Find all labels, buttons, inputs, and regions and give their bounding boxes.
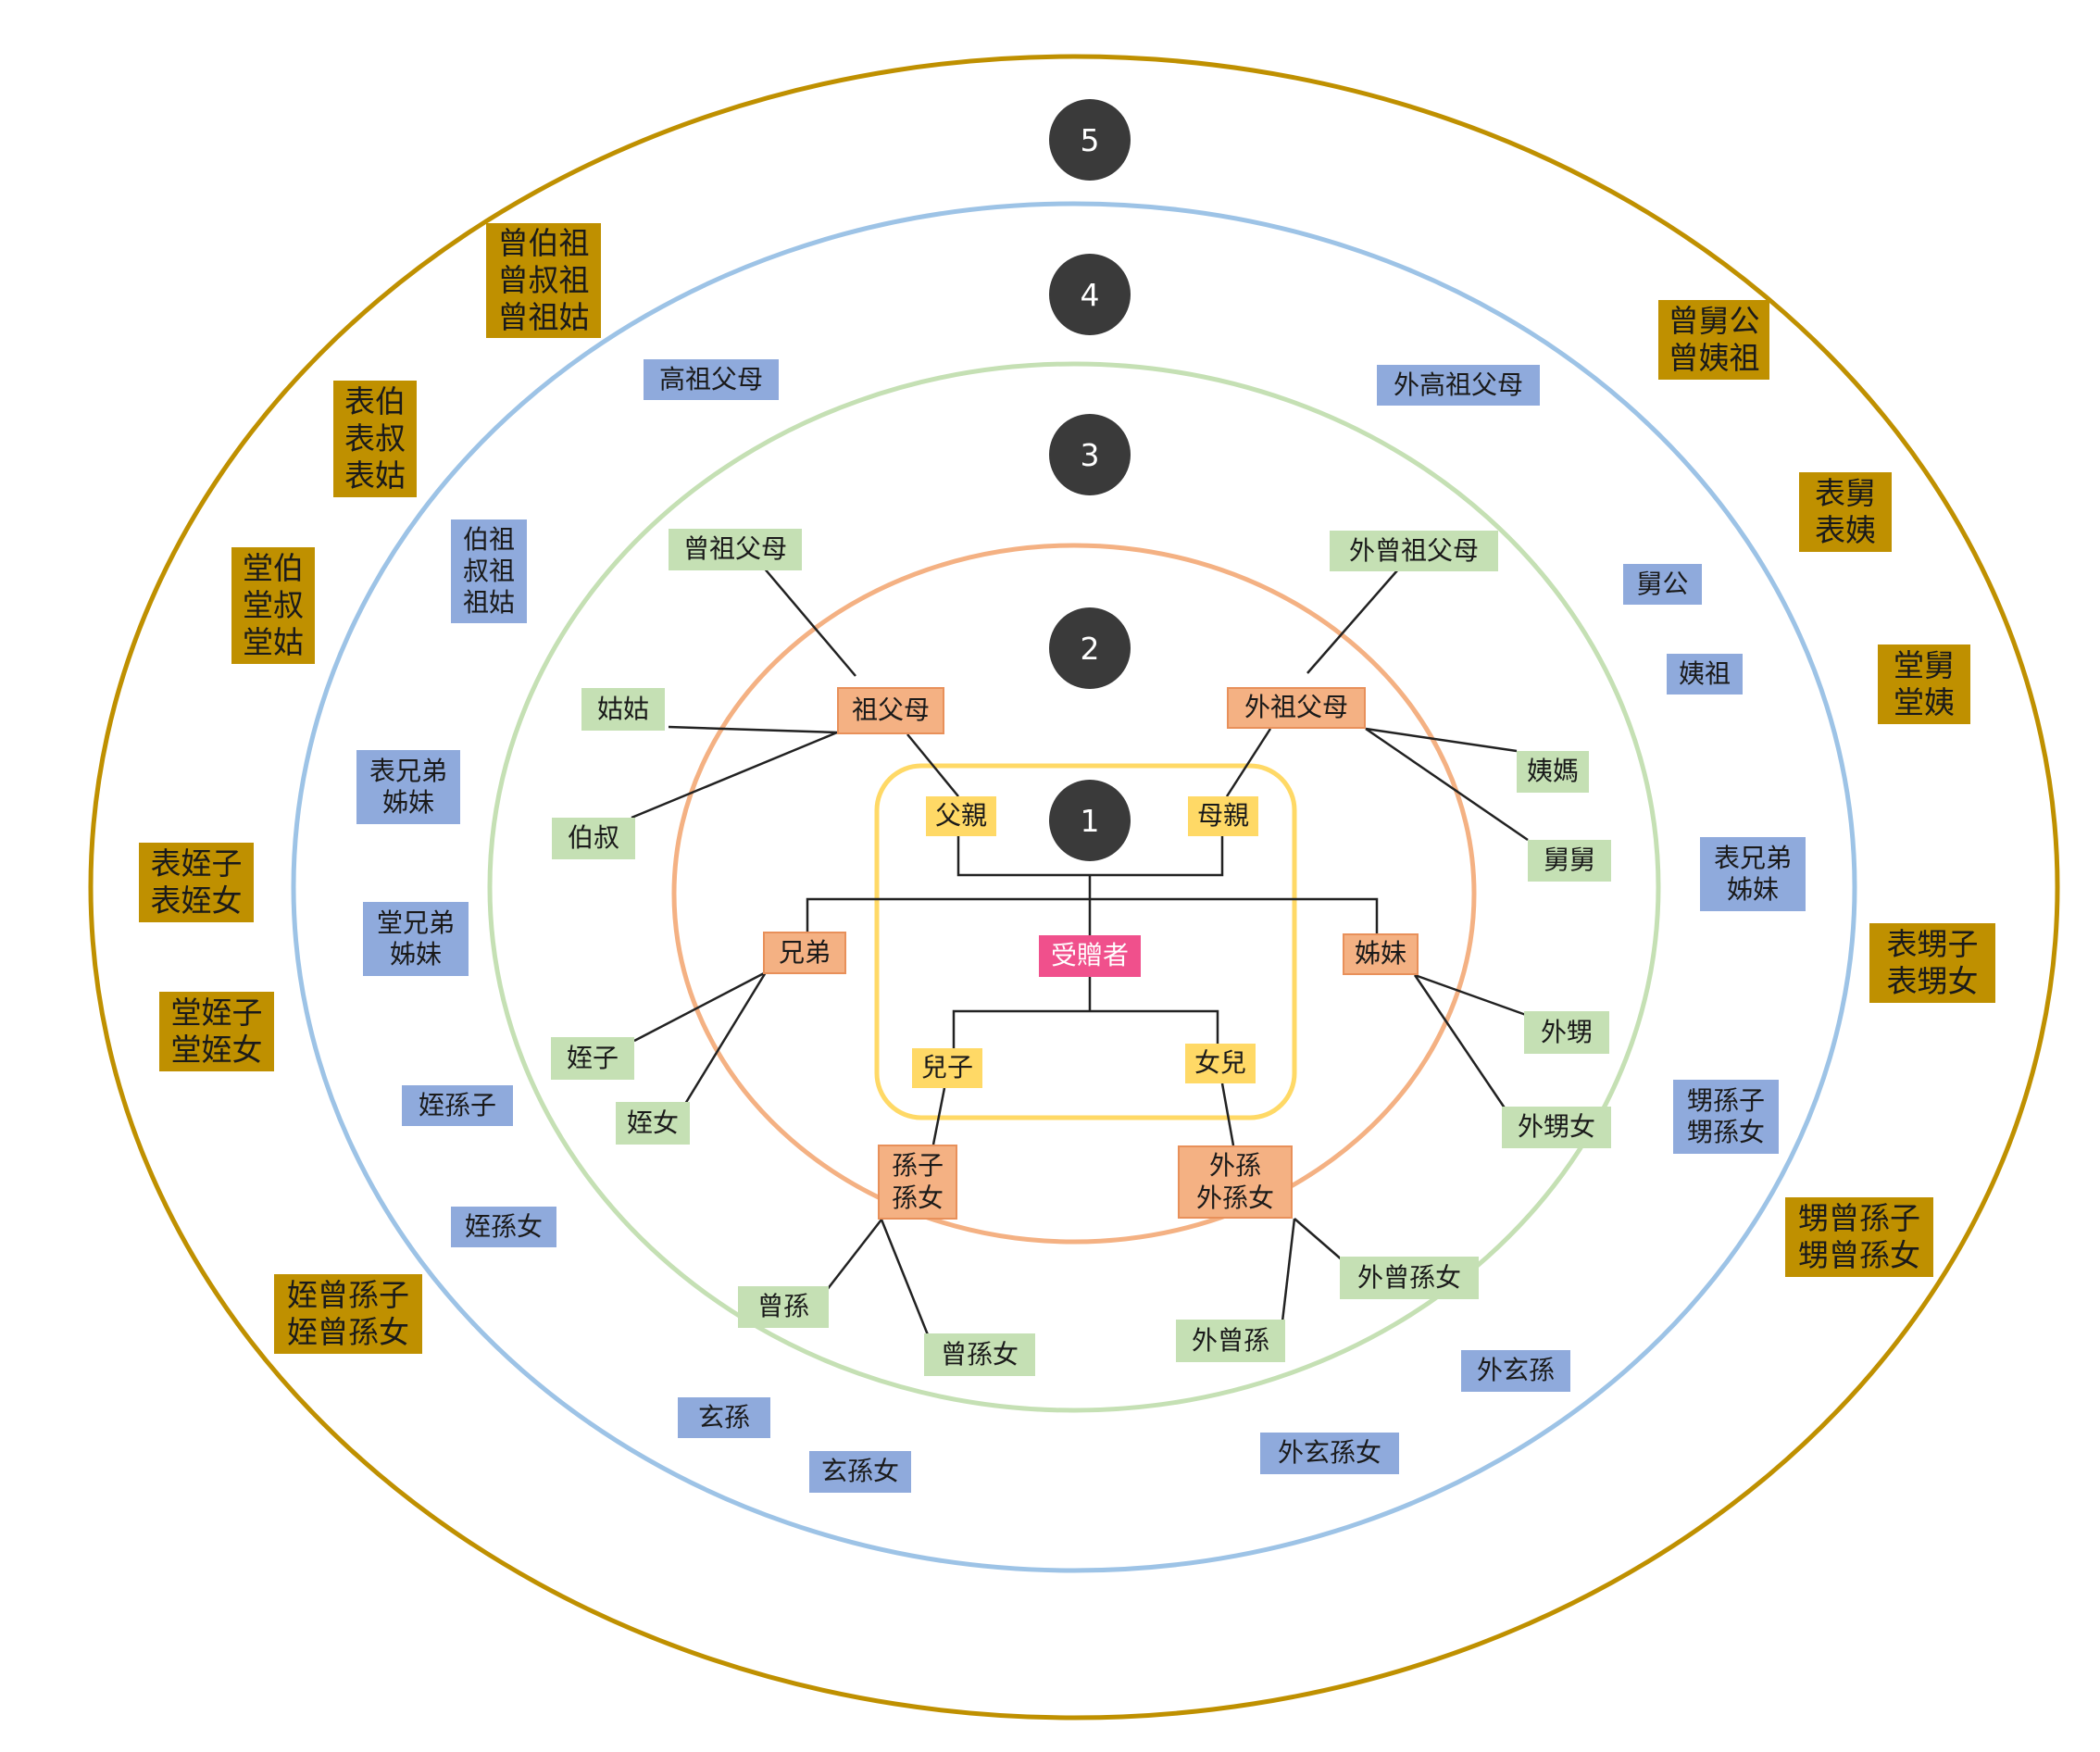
node-sister-great-grandchildren: 甥曾孫子 甥曾孫女 xyxy=(1785,1197,1933,1277)
level-badge-4: 4 xyxy=(1049,254,1131,335)
node-recipient: 受贈者 xyxy=(1039,935,1141,977)
node-tang-maternal: 堂舅 堂姨 xyxy=(1878,644,1970,724)
node-maternal-grand-aunt: 姨祖 xyxy=(1667,654,1743,695)
line-mggp-mgp xyxy=(1306,569,1399,674)
node-uncle-maternal: 舅舅 xyxy=(1528,840,1611,882)
line-ogc-oggs xyxy=(1281,1218,1296,1322)
line-dau-ogc xyxy=(1220,1082,1235,1146)
node-great-great-grandparents: 高祖父母 xyxy=(644,359,779,400)
ring-5 xyxy=(88,54,2060,1721)
node-great-grandparents: 曾祖父母 xyxy=(669,529,802,570)
node-nephew: 姪子 xyxy=(551,1037,634,1080)
node-cousins-left: 表兄弟 姊妹 xyxy=(356,750,460,824)
node-tang-nephews: 堂姪子 堂姪女 xyxy=(159,992,274,1071)
node-biao-maternal: 表舅 表姨 xyxy=(1799,472,1892,552)
node-great-grandnephews: 姪曾孫子 姪曾孫女 xyxy=(274,1274,422,1354)
line-children xyxy=(952,1009,1219,1048)
node-outer-great-granddaughter: 外曾孫女 xyxy=(1340,1257,1479,1299)
node-great-great-grandson: 玄孫 xyxy=(678,1397,770,1438)
node-biao-sister-children: 表甥子 表甥女 xyxy=(1869,923,1995,1003)
node-sister-son: 外甥 xyxy=(1524,1011,1609,1054)
level-badge-5: 5 xyxy=(1049,99,1131,181)
node-aunt-paternal: 姑姑 xyxy=(581,688,665,731)
node-outer-great-grandson: 外曾孫 xyxy=(1176,1320,1285,1362)
node-great-great-granddaughter: 玄孫女 xyxy=(809,1451,911,1493)
node-aunt-maternal: 姨媽 xyxy=(1517,751,1589,793)
ring-2 xyxy=(671,543,1477,1245)
node-outer-great-great-grandson: 外玄孫 xyxy=(1461,1350,1570,1392)
node-brothers: 兄弟 xyxy=(763,932,846,974)
node-cousins-right: 表兄弟 姊妹 xyxy=(1700,837,1806,911)
line-mgp-auntm xyxy=(1365,727,1518,753)
node-tang-uncles-aunts: 堂伯 堂叔 堂姑 xyxy=(231,547,315,664)
node-grand-uncles-aunts: 伯祖 叔祖 祖姑 xyxy=(451,519,527,623)
node-father: 父親 xyxy=(926,796,996,836)
node-outer-great-great-granddaughter: 外玄孫女 xyxy=(1260,1433,1399,1474)
node-grandchildren: 孫子 孫女 xyxy=(878,1145,957,1220)
node-sister-daughter: 外甥女 xyxy=(1502,1107,1611,1148)
node-great-granddaughter: 曾孫女 xyxy=(924,1333,1035,1376)
line-gc-ggs xyxy=(826,1219,882,1291)
line-ggp-gp xyxy=(762,566,856,677)
node-uncles-paternal: 伯叔 xyxy=(552,818,635,859)
level-badge-1: 1 xyxy=(1049,780,1131,861)
ring-4 xyxy=(291,201,1857,1573)
line-sis-daughter xyxy=(1413,974,1507,1110)
node-biao-uncles-aunts: 表伯 表叔 表姑 xyxy=(333,381,417,497)
line-gp-uncles xyxy=(631,731,838,820)
line-son-gc xyxy=(931,1087,946,1145)
node-grandparents: 祖父母 xyxy=(837,687,944,734)
line-bro-nephew xyxy=(633,970,767,1043)
node-daughter-grandchildren: 外孫 外孫女 xyxy=(1178,1145,1293,1219)
node-paternal-cousins: 堂兄弟 姊妹 xyxy=(363,902,469,976)
ring-1 xyxy=(874,763,1297,1120)
line-mgp-mother xyxy=(1225,728,1272,797)
node-grandniece: 姪孫女 xyxy=(451,1207,556,1247)
node-great-maternal-grand: 曾舅公 曾姨祖 xyxy=(1658,300,1769,380)
connector-lines xyxy=(631,566,1529,1338)
node-niece: 姪女 xyxy=(616,1102,690,1145)
node-mother: 母親 xyxy=(1188,796,1258,836)
node-biao-nephews: 表姪子 表姪女 xyxy=(139,843,254,922)
node-son: 兒子 xyxy=(912,1048,982,1088)
node-great-grandson: 曾孫 xyxy=(738,1286,829,1328)
level-badge-2: 2 xyxy=(1049,607,1131,689)
node-daughter: 女兒 xyxy=(1185,1044,1256,1083)
node-great-grand-uncles: 曾伯祖 曾叔祖 曾祖姑 xyxy=(486,223,601,338)
line-gp-father xyxy=(906,733,959,797)
node-maternal-great-grandparents: 外曾祖父母 xyxy=(1330,531,1498,571)
ring-3 xyxy=(487,361,1661,1413)
line-gp-aunt xyxy=(668,725,838,734)
node-grandnephew: 姪孫子 xyxy=(402,1085,513,1126)
line-bro-niece xyxy=(681,971,768,1109)
node-maternal-grandparents: 外祖父母 xyxy=(1227,687,1366,729)
node-sisters: 姊妹 xyxy=(1343,933,1419,975)
line-gc-ggd xyxy=(880,1219,931,1338)
node-maternal-great-great-grandparents: 外高祖父母 xyxy=(1377,365,1540,406)
level-badge-3: 3 xyxy=(1049,414,1131,495)
line-sis-son xyxy=(1414,973,1527,1017)
line-ogc-oggd xyxy=(1294,1218,1344,1262)
line-siblings xyxy=(806,897,1379,935)
node-maternal-grand-uncle: 舅公 xyxy=(1623,564,1702,605)
node-sister-grandchildren: 甥孫子 甥孫女 xyxy=(1673,1080,1779,1154)
line-mgp-unclem xyxy=(1365,727,1529,842)
